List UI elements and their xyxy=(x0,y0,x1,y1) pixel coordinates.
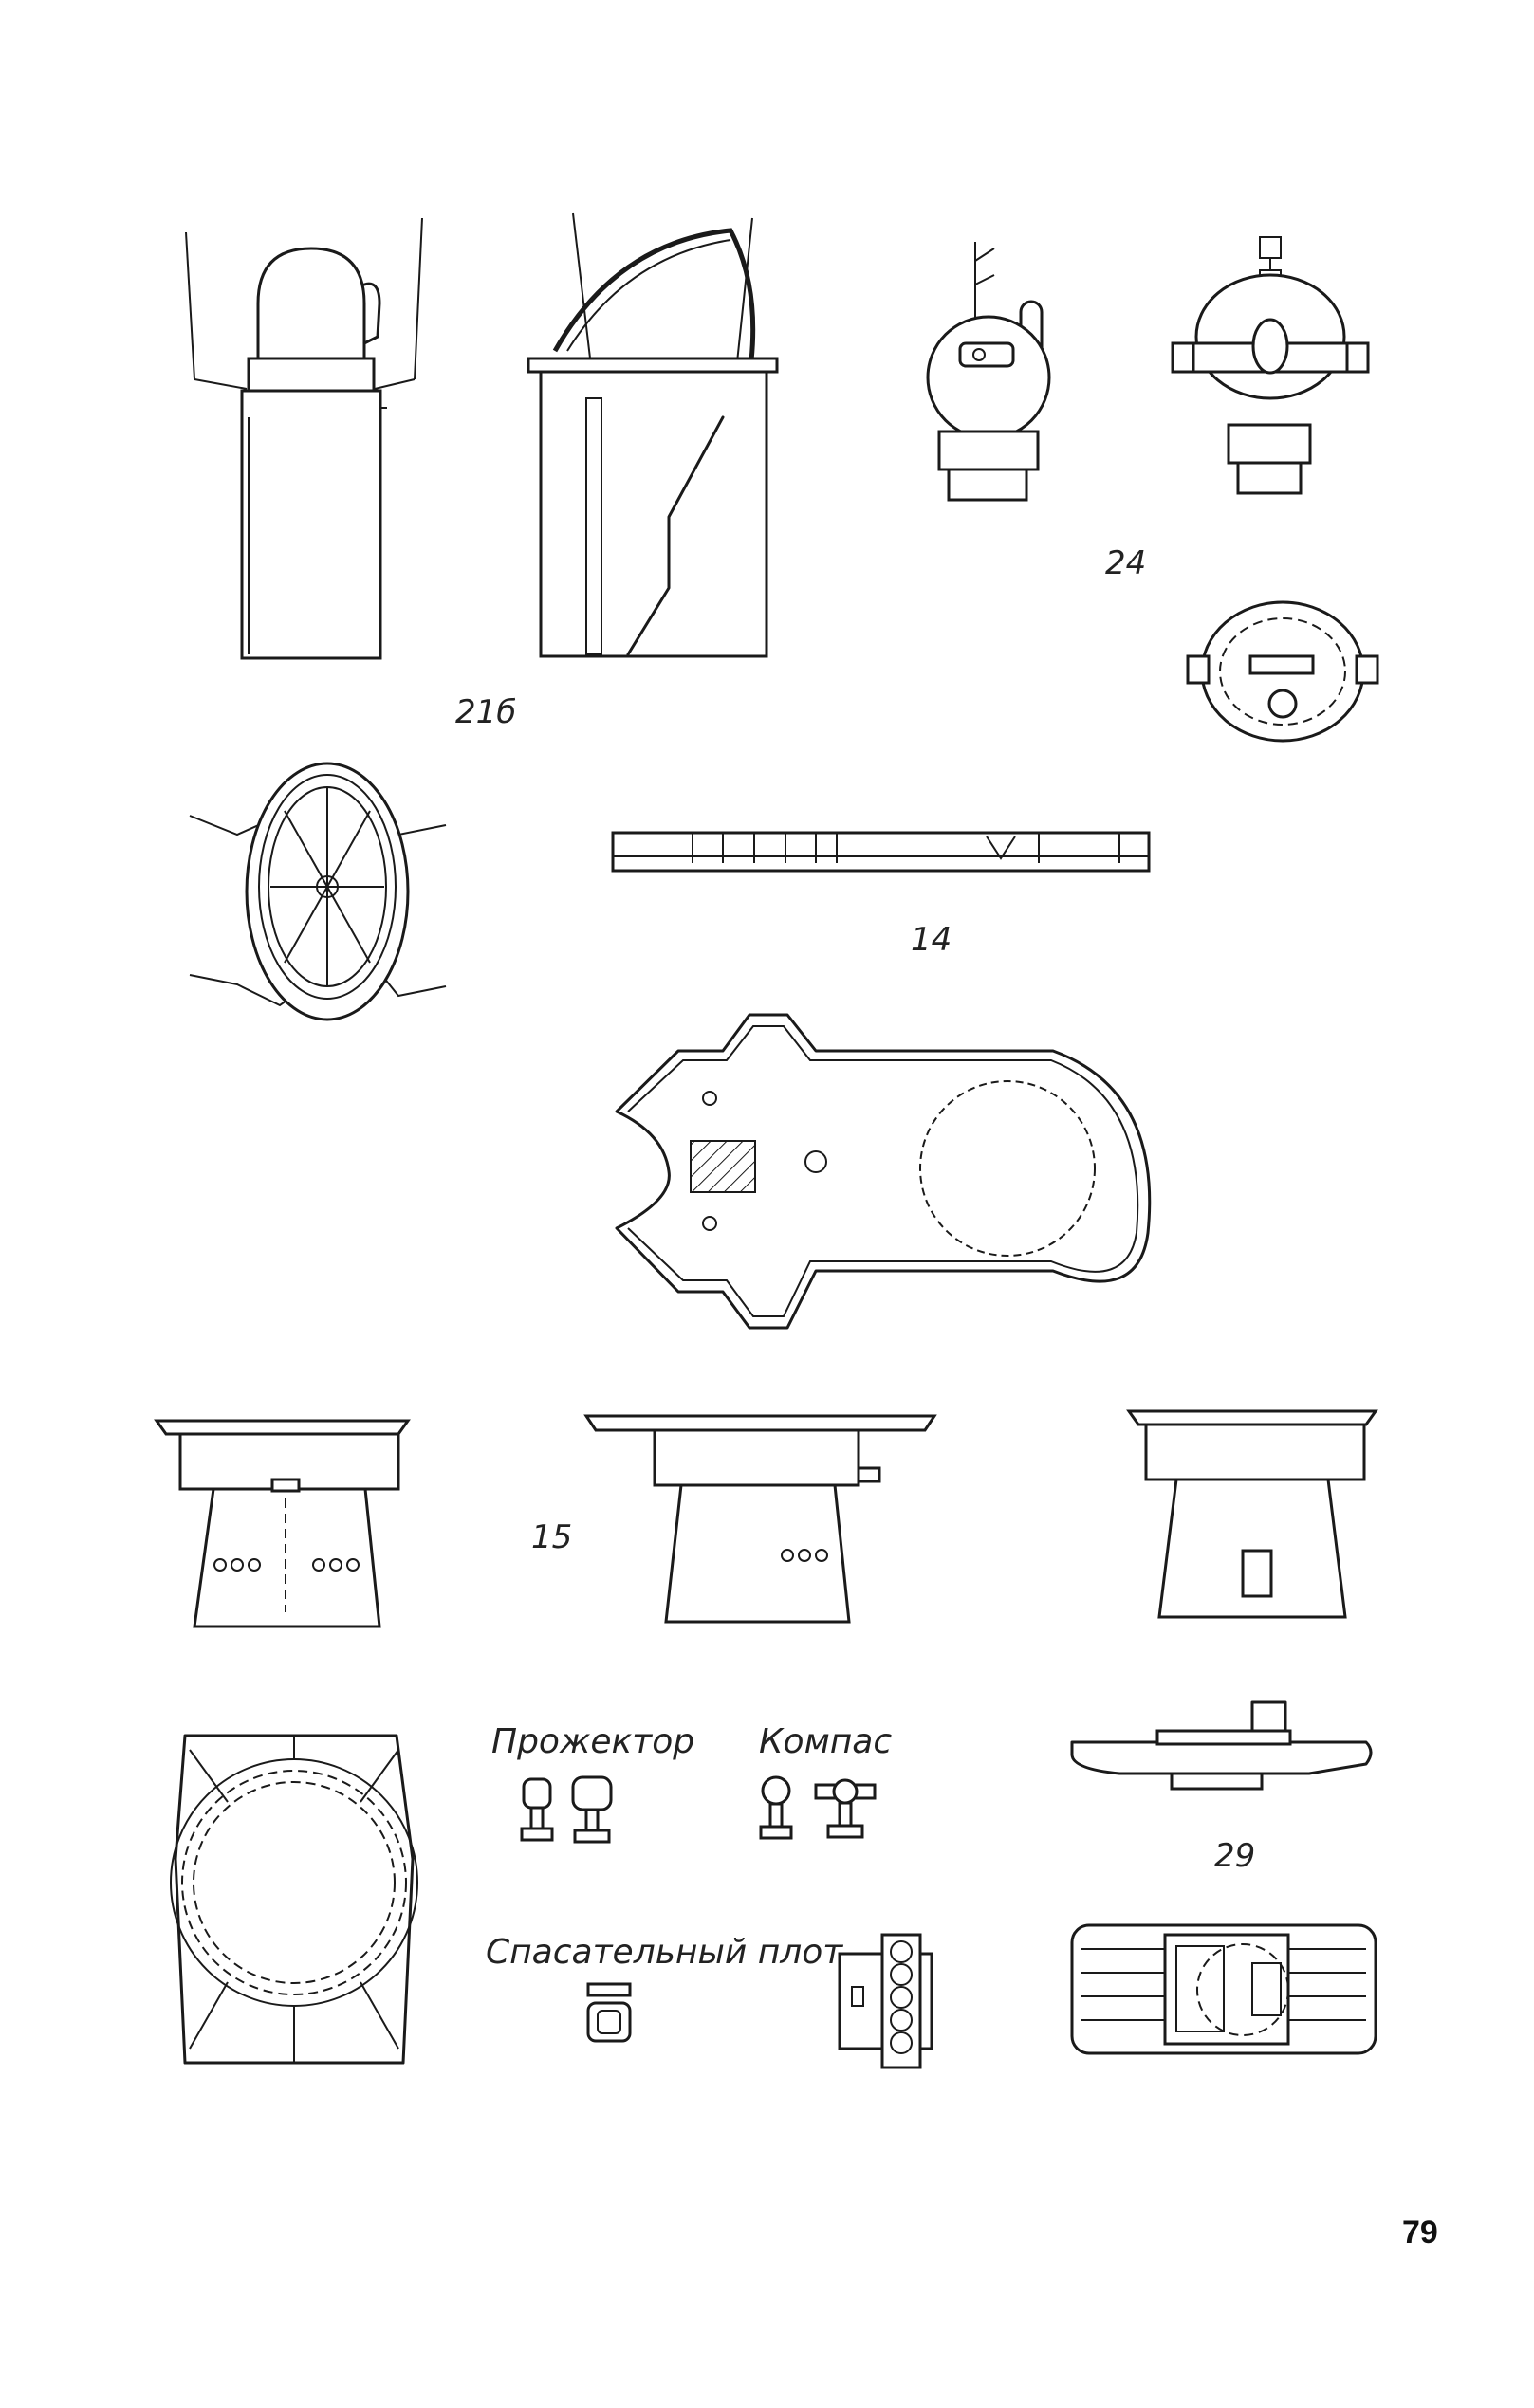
label-21b: 21б xyxy=(455,693,516,731)
label-14: 14 xyxy=(911,921,952,959)
searchlight-rear-view xyxy=(1171,236,1370,495)
ventilator-top-view xyxy=(189,762,447,1021)
ventilator-side-view-right xyxy=(527,212,779,658)
bridge-elevation-side xyxy=(583,1414,937,1624)
label-15: 15 xyxy=(531,1518,572,1556)
bridge-deck-plan xyxy=(615,1013,1152,1330)
ventilator-side-view-left xyxy=(185,217,423,660)
bridge-elevation-front xyxy=(154,1419,411,1628)
funnel-base-plan xyxy=(170,1734,418,2065)
deck-strip xyxy=(611,831,1151,873)
label-24: 24 xyxy=(1105,544,1146,582)
label-searchlight: Прожектор xyxy=(491,1722,694,1761)
searchlight-top-view xyxy=(1186,600,1379,743)
label-29: 29 xyxy=(1214,1837,1255,1875)
bridge-elevation-rear xyxy=(1126,1409,1378,1619)
searchlight-parts xyxy=(520,1775,613,1844)
label-life-raft: Спасательный плот xyxy=(486,1933,843,1972)
boat-side-view xyxy=(1070,1700,1373,1791)
compass-parts xyxy=(759,1775,877,1840)
life-raft-parts xyxy=(586,1933,933,2069)
page-number: 79 xyxy=(1402,2215,1438,2251)
boat-top-view xyxy=(1070,1923,1377,2055)
label-compass: Компас xyxy=(759,1722,892,1761)
searchlight-front-view xyxy=(926,242,1051,502)
